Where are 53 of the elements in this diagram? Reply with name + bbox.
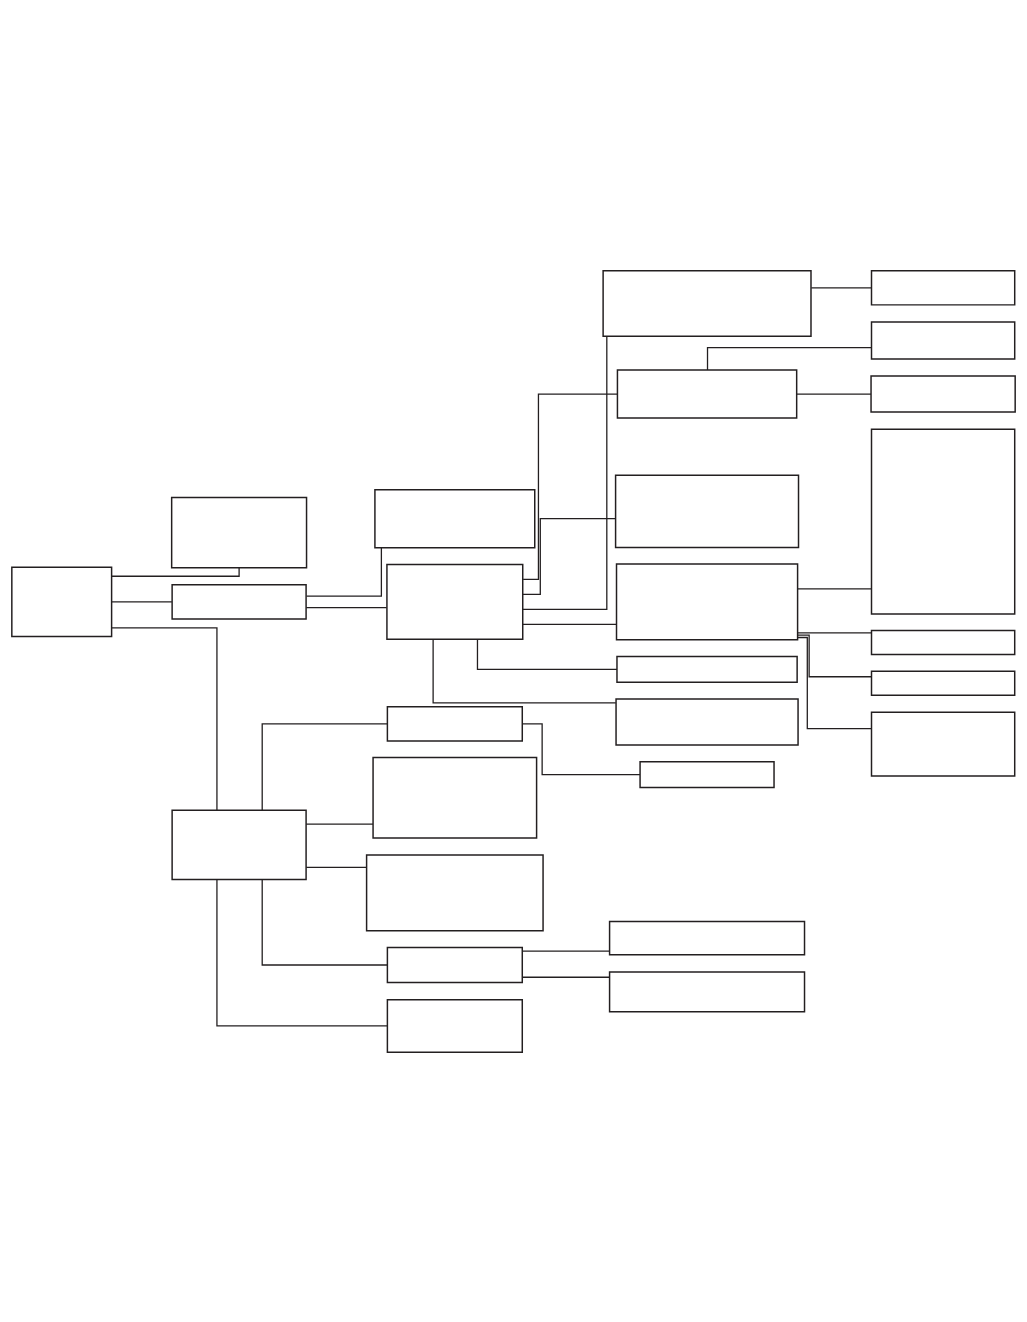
node-box — [386, 946, 523, 983]
node-box — [386, 998, 523, 1053]
node-box — [171, 809, 307, 880]
connector — [522, 623, 618, 625]
connector — [432, 638, 617, 703]
connector — [476, 638, 618, 670]
connector — [810, 286, 872, 288]
node-box — [386, 563, 524, 640]
connector — [706, 346, 873, 371]
node-box — [170, 496, 308, 568]
node-box — [365, 853, 544, 932]
node-box — [602, 269, 812, 337]
connector — [522, 335, 608, 610]
connector — [521, 976, 611, 978]
connector — [522, 392, 618, 580]
connector — [305, 866, 367, 868]
connector — [305, 822, 374, 825]
node-box — [616, 368, 798, 419]
connector — [521, 722, 641, 775]
connector — [796, 392, 872, 395]
node-box — [870, 374, 1016, 413]
connector — [111, 626, 218, 811]
node-box — [870, 629, 1016, 655]
node-box — [386, 705, 523, 742]
node-box — [870, 320, 1016, 360]
connector — [797, 634, 873, 677]
connector — [522, 517, 617, 595]
connector — [305, 606, 388, 608]
node-box — [374, 488, 536, 549]
connector — [216, 878, 388, 1027]
connector — [797, 636, 872, 729]
node-box — [614, 474, 800, 548]
connector — [261, 878, 388, 966]
connector — [797, 631, 873, 633]
connector — [111, 600, 173, 603]
node-box — [639, 760, 775, 788]
node-box — [870, 427, 1016, 615]
node-box — [11, 566, 113, 637]
node-box — [608, 920, 806, 956]
connector — [797, 587, 873, 590]
node-box — [372, 756, 538, 839]
node-box — [615, 562, 799, 641]
connector — [261, 722, 388, 811]
node-box — [870, 269, 1016, 306]
connector — [305, 546, 383, 597]
node-box — [171, 583, 307, 620]
node-box — [870, 711, 1016, 777]
node-box — [608, 970, 806, 1012]
connector — [521, 950, 611, 952]
node-box — [870, 669, 1016, 696]
node-box — [616, 655, 798, 683]
connector — [111, 566, 240, 577]
node-box — [615, 697, 799, 746]
